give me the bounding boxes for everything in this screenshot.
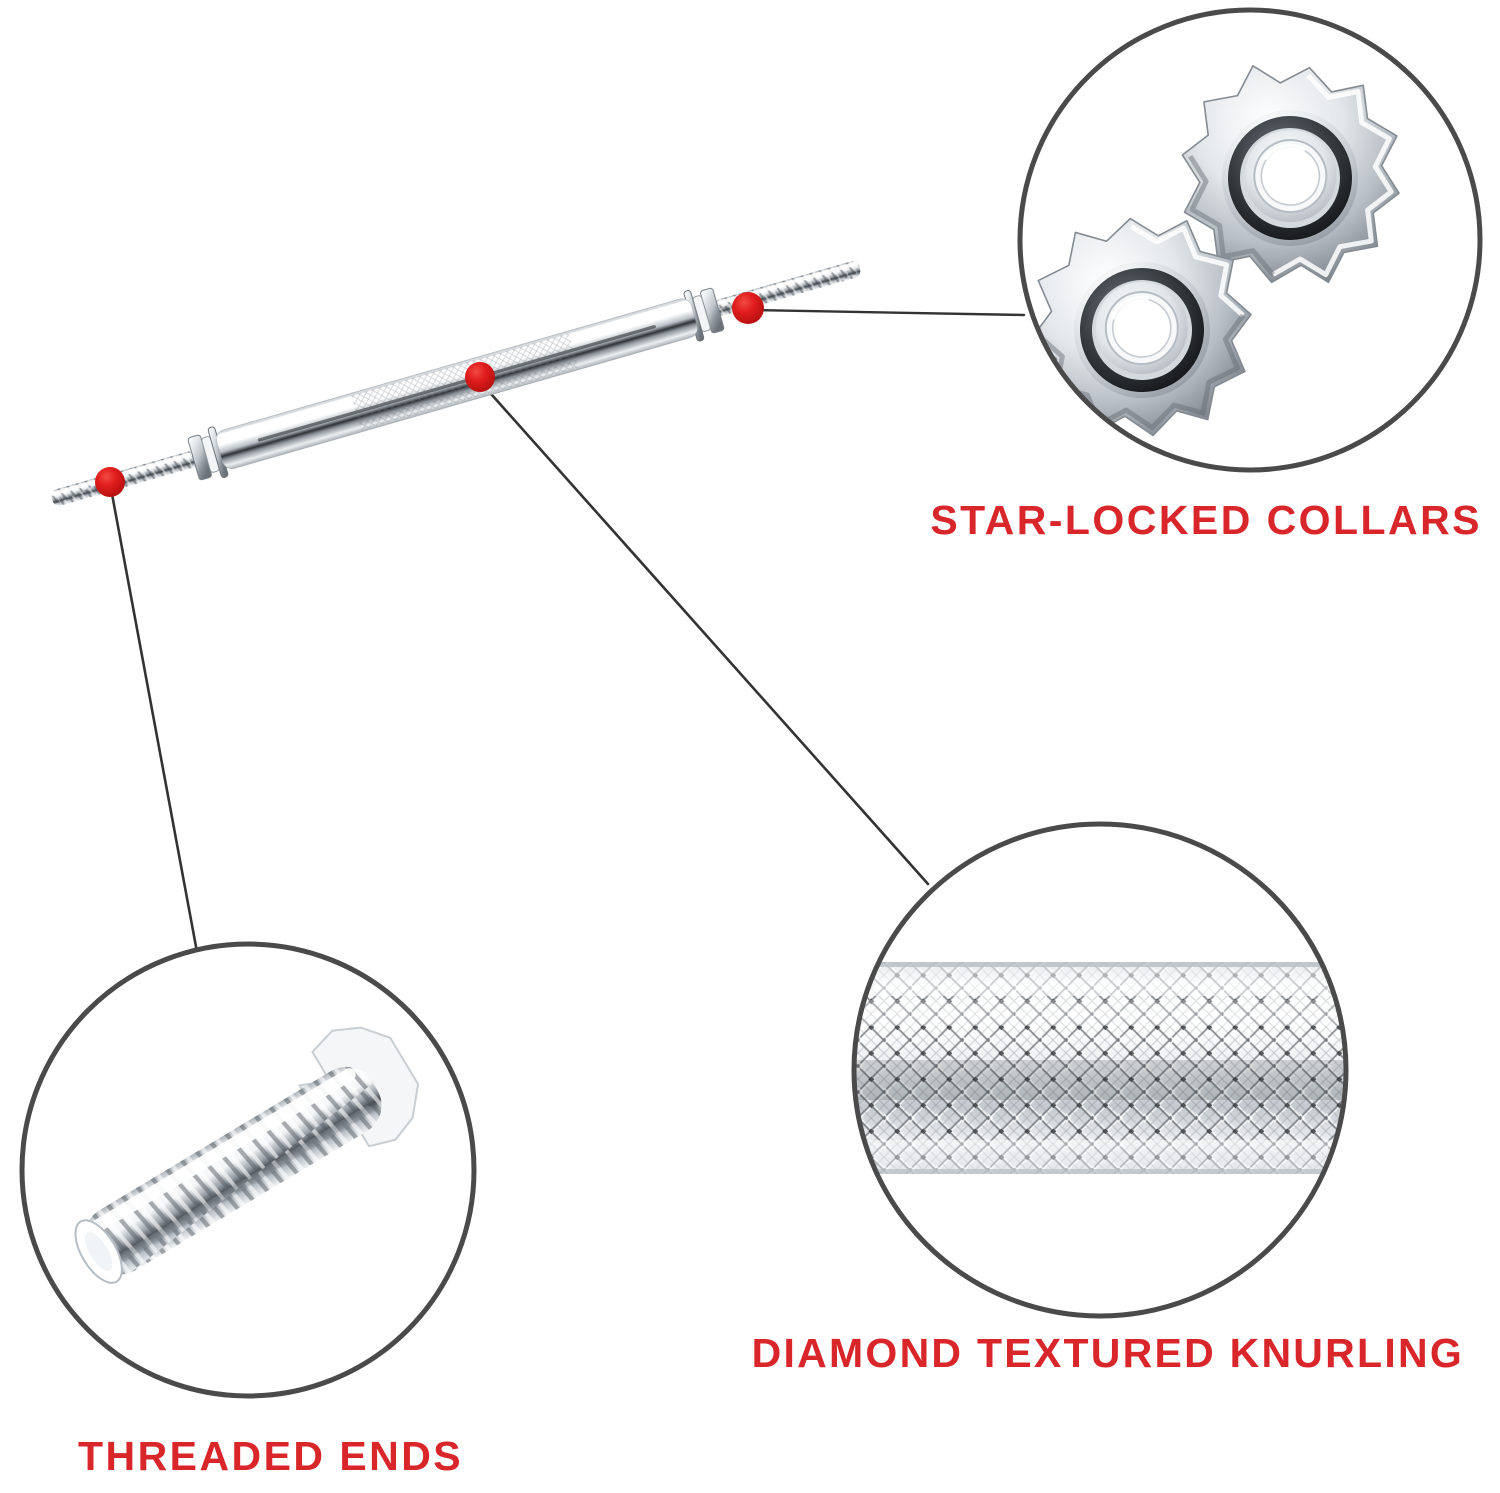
leader-line-collars: [750, 308, 1026, 317]
knurled-shaft-closeup: [855, 962, 1345, 1174]
callout-ring-knurling: [851, 821, 1349, 1319]
star-collars-photo: [1021, 11, 1479, 469]
knurling-photo: [855, 825, 1345, 1315]
bar-main-shaft: [215, 298, 698, 470]
star-collar-lower: [1031, 217, 1252, 437]
marker-dot-threaded-ends: [95, 467, 125, 497]
leader-lines: [110, 308, 1026, 954]
threaded-end-photo: [23, 945, 473, 1395]
marker-dot-collars: [732, 292, 764, 324]
callout-ring-threaded: [19, 941, 477, 1399]
threaded-rod: [74, 1066, 382, 1284]
barbell-illustration: [50, 261, 861, 506]
marker-dots: [95, 292, 764, 497]
callout-circle-knurling: [851, 821, 1349, 1319]
callout-circle-threaded-ends: [19, 941, 477, 1399]
callout-label-star-locked-collars: STAR-LOCKED COLLARS: [930, 497, 1482, 543]
callout-label-threaded-ends: THREADED ENDS: [78, 1433, 464, 1479]
star-collar-upper: [1181, 65, 1400, 284]
callout-circle-star-locked-collars: [1017, 7, 1483, 473]
leader-line-knurling: [482, 384, 930, 886]
marker-dot-knurling: [465, 362, 495, 392]
bar-collar-left: [187, 426, 229, 481]
callout-ring-collars: [1017, 7, 1483, 473]
leader-line-threaded: [110, 492, 199, 954]
callout-label-diamond-textured-knurling: DIAMOND TEXTURED KNURLING: [751, 1330, 1464, 1376]
